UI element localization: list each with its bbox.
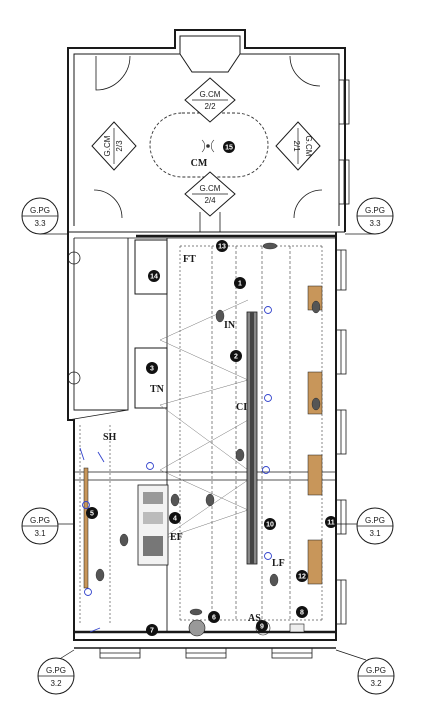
camera-bottom-label: G.CM — [200, 184, 221, 193]
number-marker-5: 5 — [86, 507, 98, 519]
svg-text:5: 5 — [90, 511, 94, 518]
svg-text:9: 9 — [260, 624, 264, 631]
zone-label-as: AS — [248, 613, 261, 624]
upper-right-windows — [338, 79, 350, 205]
grid-ref-bot-left: G.PG 3.2 — [37, 649, 75, 695]
sight-lines — [159, 299, 249, 541]
svg-text:3: 3 — [150, 366, 154, 373]
camera-bottom-id: 2/4 — [204, 196, 216, 205]
round-object — [188, 619, 206, 637]
number-marker-15: 15 — [223, 141, 235, 153]
right-windows — [335, 249, 347, 625]
left-column — [67, 251, 81, 265]
number-marker-12: 12 — [296, 570, 308, 582]
camera-marker-left: G.CM 2/3 — [91, 121, 137, 171]
camera-left-id: 2/3 — [115, 140, 124, 152]
svg-text:6: 6 — [212, 615, 216, 622]
zone-label-ef: EF — [170, 532, 183, 543]
grid-ref-top-right-label: G.PG — [365, 206, 385, 215]
light-fixtures — [95, 242, 321, 616]
svg-text:7: 7 — [150, 628, 154, 635]
camera-top-label: G.CM — [200, 90, 221, 99]
grid-ref-bot-right: G.PG 3.2 — [335, 649, 395, 695]
camera-marker-top: G.CM 2/2 — [184, 77, 236, 123]
zone-label-ft: FT — [183, 254, 196, 265]
svg-text:8: 8 — [300, 610, 304, 617]
number-marker-13: 13 — [216, 240, 228, 252]
zone-label-ci: CI — [236, 402, 247, 413]
zone-label-cm: CM — [191, 158, 208, 169]
as-desk — [289, 623, 305, 633]
camera-marker-bottom: G.CM 2/4 — [184, 171, 236, 217]
camera-left-label: G.CM — [103, 135, 112, 156]
grid-ref-mid-right: G.PG 3.1 — [336, 507, 394, 545]
grid-ref-mid-right-id: 3.1 — [369, 529, 381, 538]
left-column-2 — [67, 371, 81, 385]
grid-ref-bot-left-label: G.PG — [46, 666, 66, 675]
upper-room-walls — [67, 29, 346, 232]
left-bench — [83, 467, 89, 589]
grid-ref-top-left: G.PG 3.3 — [21, 197, 68, 235]
svg-text:2: 2 — [234, 354, 238, 361]
grid-ref-mid-right-label: G.PG — [365, 516, 385, 525]
number-marker-14: 14 — [148, 270, 160, 282]
wood-panels — [307, 285, 323, 585]
camera-right-id: 2/1 — [292, 140, 301, 152]
zone-label-in: IN — [224, 320, 236, 331]
number-marker-6: 6 — [208, 611, 220, 623]
svg-text:14: 14 — [150, 274, 158, 281]
grid-ref-top-left-label: G.PG — [30, 206, 50, 215]
grid-ref-bot-left-id: 3.2 — [50, 679, 62, 688]
svg-text:13: 13 — [218, 244, 226, 251]
circulation-lines — [74, 245, 336, 625]
zone-label-lf: LF — [272, 558, 285, 569]
camera-marker-right: 2/1 G.CM — [275, 121, 321, 171]
zone-label-sh: SH — [103, 432, 117, 443]
svg-text:15: 15 — [225, 145, 233, 152]
number-marker-8: 8 — [296, 606, 308, 618]
grid-ref-top-right-id: 3.3 — [369, 219, 381, 228]
svg-text:1: 1 — [238, 281, 242, 288]
camera-top-id: 2/2 — [204, 102, 216, 111]
bottom-windows — [99, 647, 313, 659]
grid-ref-mid-left-label: G.PG — [30, 516, 50, 525]
grid-ref-top-left-id: 3.3 — [34, 219, 46, 228]
grid-ref-top-right: G.PG 3.3 — [345, 197, 394, 235]
zone-label-tn: TN — [150, 384, 165, 395]
grid-ref-bot-right-id: 3.2 — [370, 679, 382, 688]
number-marker-7: 7 — [146, 624, 158, 636]
camera-right-label: G.CM — [304, 136, 313, 157]
number-marker-4: 4 — [169, 512, 181, 524]
number-marker-11: 11 — [325, 516, 337, 528]
svg-text:10: 10 — [266, 522, 274, 529]
grid-ref-mid-left-id: 3.1 — [34, 529, 46, 538]
svg-text:12: 12 — [298, 574, 306, 581]
number-marker-9: 9 — [256, 620, 268, 632]
svg-text:11: 11 — [327, 520, 335, 527]
svg-text:4: 4 — [173, 516, 177, 523]
number-marker-1: 1 — [234, 277, 246, 289]
number-marker-10: 10 — [264, 518, 276, 530]
number-marker-2: 2 — [230, 350, 242, 362]
grid-ref-bot-right-label: G.PG — [366, 666, 386, 675]
number-marker-3: 3 — [146, 362, 158, 374]
cm-center-sensor — [201, 139, 215, 153]
sensor-markers — [79, 306, 272, 633]
grid-ref-mid-left: G.PG 3.1 — [21, 507, 74, 545]
